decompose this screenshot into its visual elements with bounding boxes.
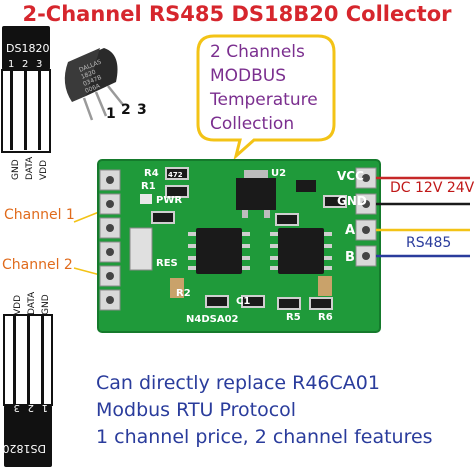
bottom-sensor-data: DATA: [27, 291, 37, 315]
channel1-label: Channel 1: [4, 207, 75, 223]
pcb-label-r4: R4: [144, 168, 159, 179]
to92-package: [64, 48, 125, 121]
pcb-label-vcc: VCC: [337, 169, 364, 183]
bottom-sensor-pin-3: 3: [14, 402, 20, 413]
speech-bubble: [196, 34, 336, 161]
bottom-sensor-model: DS1820: [3, 442, 46, 455]
page-title: 2-Channel RS485 DS18B20 Collector: [22, 2, 452, 26]
bubble-line-2: MODBUS: [210, 66, 287, 86]
pcb-label-a: A: [345, 223, 355, 238]
top-sensor-model: DS1820: [6, 42, 49, 55]
top-sensor-probe: [1, 26, 51, 153]
to92-pin-1: 1: [106, 106, 116, 122]
pcb-label-gnd: GND: [337, 194, 367, 208]
bubble-line-1: 2 Channels: [210, 42, 305, 62]
pcb-label-r2: R2: [176, 288, 191, 299]
to92-pin-3: 3: [137, 102, 147, 118]
pcb-label-pwr: PWR: [156, 195, 182, 206]
power-label: DC 12V 24V: [390, 180, 474, 196]
feature-1: Can directly replace R46CA01: [96, 372, 380, 394]
bottom-sensor-vdd: VDD: [13, 295, 23, 315]
pcb-board: [97, 159, 381, 333]
pcb-label-r1: R1: [141, 181, 156, 192]
pcb-label-b: B: [345, 250, 355, 265]
pcb-label-r5: R5: [286, 312, 301, 323]
top-sensor-pin-2: 2: [22, 59, 28, 70]
top-sensor-pin-1: 1: [8, 59, 14, 70]
bottom-sensor-probe: [3, 314, 53, 467]
resistor-code: 472: [168, 171, 183, 179]
bottom-sensor-gnd: GND: [41, 294, 51, 315]
pcb-label-res: RES: [156, 258, 178, 269]
feature-2: Modbus RTU Protocol: [96, 399, 297, 421]
pcb-label-u2: U2: [271, 168, 286, 179]
top-sensor-pin-3: 3: [36, 59, 42, 70]
pcb-label-c1: C1: [236, 296, 250, 307]
top-sensor-vdd: VDD: [39, 160, 49, 180]
channel2-label: Channel 2: [2, 257, 73, 273]
feature-3: 1 channel price, 2 channel features: [96, 426, 433, 448]
top-sensor-data: DATA: [25, 156, 35, 180]
pcb-label-model: N4DSA02: [186, 314, 239, 325]
bottom-sensor-pin-1: 1: [42, 402, 48, 413]
bubble-line-4: Collection: [210, 114, 295, 134]
feature-list: Can directly replace R46CA01 Modbus RTU …: [96, 370, 433, 451]
bubble-line-3: Temperature: [210, 90, 318, 110]
top-sensor-gnd: GND: [11, 159, 21, 180]
rs485-label: RS485: [406, 235, 452, 251]
bubble-text: 2 Channels MODBUS Temperature Collection: [210, 40, 330, 136]
bottom-sensor-pin-2: 2: [28, 402, 34, 413]
pcb-label-r6: R6: [318, 312, 333, 323]
to92-pin-2: 2: [121, 102, 131, 118]
